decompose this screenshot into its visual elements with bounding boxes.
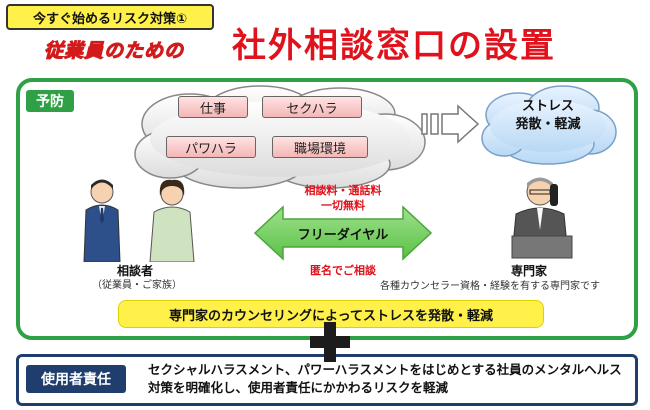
expert-sub: 各種カウンセラー資格・経験を有する専門家です	[380, 281, 600, 292]
counsel-banner: 専門家のカウンセリングによってストレスを発散・軽減	[118, 300, 544, 328]
expert-person-icon	[511, 177, 573, 259]
employer-tag: 使用者責任	[26, 365, 126, 393]
header-tag: 今すぐ始めるリスク対策①	[6, 4, 214, 30]
relief-text: ストレス 発散・軽減	[478, 98, 618, 134]
fee-line-1: 相談料・通話料	[304, 184, 382, 197]
prevention-tab: 予防	[26, 90, 74, 112]
relief-cloud-icon	[481, 85, 617, 165]
page-title: 社外相談窓口の設置	[232, 26, 556, 66]
client-sub: （従業員・ご家族）	[92, 280, 182, 291]
employer-text: セクシャルハラスメント、パワーハラスメントをはじめとする社員のメンタルヘルス対策…	[148, 362, 622, 395]
stressor-work: 仕事	[178, 96, 248, 118]
plus-icon-bar	[310, 336, 350, 348]
relief-arrow-icon	[421, 104, 480, 144]
anonymous-label: 匿名でご相談	[310, 264, 376, 277]
freedial-label: フリーダイヤル	[297, 228, 389, 243]
stressor-power-harassment: パワハラ	[166, 136, 256, 158]
stressor-workplace: 職場環境	[272, 136, 368, 158]
client-label: 相談者	[117, 264, 154, 278]
relief-line-1: ストレス	[521, 99, 574, 114]
expert-label: 専門家	[511, 264, 548, 278]
employee-people-icon	[83, 179, 195, 262]
freedial-arrow-icon	[253, 205, 433, 261]
fee-line-2: 一切無料	[321, 199, 365, 212]
relief-line-2: 発散・軽減	[515, 117, 581, 132]
header-subtitle: 従業員のための	[43, 40, 185, 63]
stressor-sexual-harassment: セクハラ	[262, 96, 362, 118]
